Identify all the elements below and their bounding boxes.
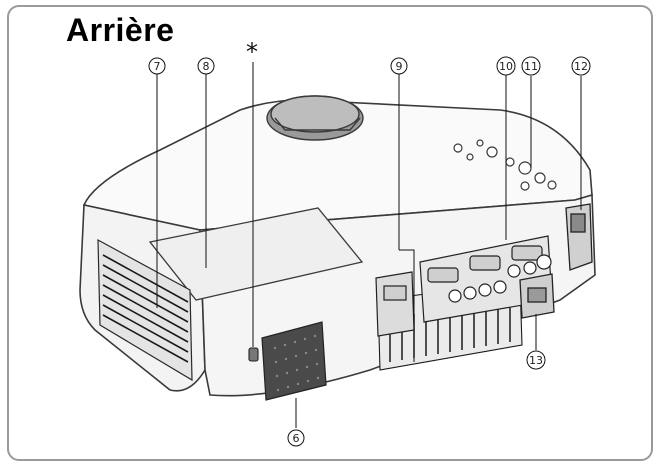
callout-label: 12	[574, 60, 588, 73]
security-slot-asterisk: *	[246, 38, 258, 66]
side-power-switch	[565, 203, 593, 271]
callout-6: 6	[287, 429, 305, 447]
leader-lines	[156, 62, 582, 428]
callout-9: 9	[390, 57, 408, 75]
callout-label: 7	[154, 60, 161, 73]
callout-13: 13	[526, 350, 546, 370]
callout-label: 8	[203, 60, 210, 73]
callout-7: 7	[148, 57, 166, 75]
lamp-cover	[148, 207, 364, 301]
connector-panel	[419, 235, 553, 323]
lens-ring	[266, 95, 364, 141]
power-socket	[519, 273, 555, 319]
security-slot	[248, 347, 259, 362]
callout-11: 11	[521, 56, 541, 76]
callout-12: 12	[571, 56, 591, 76]
speaker-grille	[261, 321, 327, 401]
callout-8: 8	[197, 57, 215, 75]
callout-label: 13	[529, 354, 543, 367]
page-title: Arrière	[66, 12, 175, 48]
callout-label: 10	[499, 60, 513, 73]
left-vent-grille	[97, 238, 193, 382]
callout-label: 11	[524, 60, 538, 73]
left-port-block	[375, 271, 415, 337]
callout-label: 9	[396, 60, 403, 73]
top-control-panel	[453, 139, 557, 191]
callout-label: 6	[293, 432, 300, 445]
callout-10: 10	[496, 56, 516, 76]
